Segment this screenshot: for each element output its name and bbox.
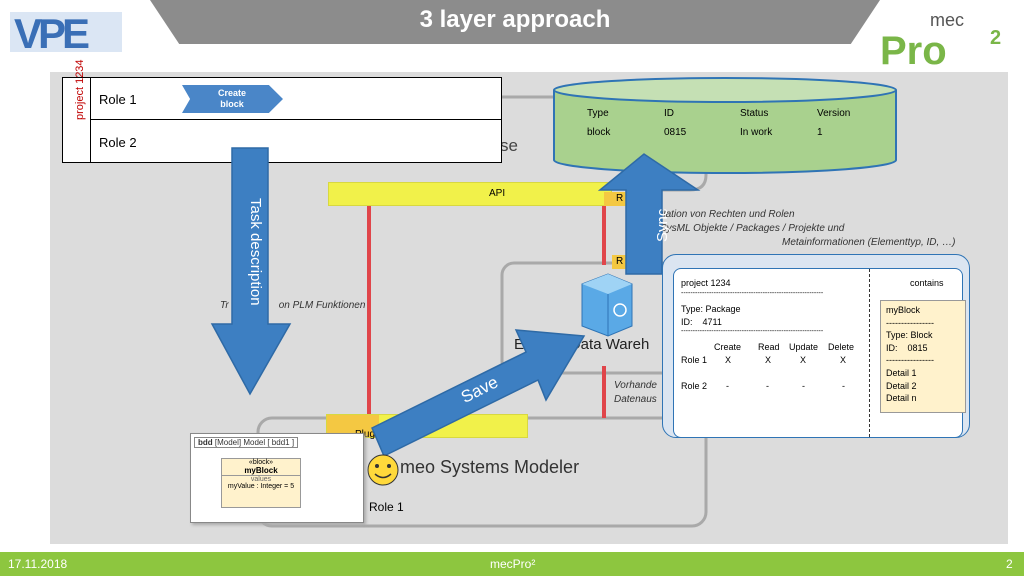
block-note-line: Detail 2 <box>886 380 917 391</box>
db-value-type: block <box>587 127 611 138</box>
data-warehouse-cube-icon <box>581 273 633 337</box>
bdd-values-section: values <box>222 475 300 483</box>
perm-header-update: Update <box>789 342 819 352</box>
block-note-line: ID: 0815 <box>886 342 928 353</box>
perm-header-read: Read <box>758 342 780 352</box>
perm-header-delete: Delete <box>828 342 855 352</box>
note-vorhanden-1: Vorhande <box>614 380 657 391</box>
svg-text:VPE: VPE <box>14 10 89 57</box>
block-note-line: Detail 1 <box>886 367 917 378</box>
block-note-line: Type: Block <box>886 330 933 341</box>
sync-arrow <box>598 153 701 275</box>
db-value-status: In work <box>740 127 773 138</box>
perm-header-create: Create <box>714 342 742 352</box>
db-header-version: Version <box>817 108 851 119</box>
bdd-header-text: [Model] Model [ bdd1 ] <box>212 438 295 447</box>
slide-title: 3 layer approach <box>419 6 611 33</box>
bdd-value: myValue : Integer = 5 <box>227 483 295 490</box>
bdd-keyword: bdd <box>198 438 213 447</box>
note-manipulation-2: SysML Objekte / Packages / Projekte und <box>660 223 845 234</box>
svg-text:2: 2 <box>990 27 1001 49</box>
db-value-version: 1 <box>817 127 823 138</box>
note-plm-functions: Tr on PLM Funktionen <box>220 300 366 311</box>
api-bar: API <box>328 182 612 206</box>
role-1-create: X <box>725 355 732 365</box>
note-vorhanden-2: Datenaus <box>614 394 657 405</box>
block-note-line: ---------------- <box>886 317 934 328</box>
role-1-read: X <box>765 355 772 365</box>
role-table: Role 1 Role 2 <box>62 77 502 163</box>
db-header-type: Type <box>587 108 609 119</box>
block-note-line: Detail n <box>886 393 917 404</box>
card-role-1: Role 1 <box>681 355 708 365</box>
task-description-arrow <box>210 147 292 396</box>
mecpro-logo: mec Pro 2 <box>878 8 1018 73</box>
footer-date: 17.11.2018 <box>8 557 68 571</box>
card-project: project 1234 <box>681 278 731 288</box>
role-2-delete: - <box>842 381 845 391</box>
card-id: ID: 4711 <box>681 317 722 327</box>
save-arrow <box>371 329 586 458</box>
note-manipulation-3: Metainformationen (Elementtyp, ID, …) <box>782 237 956 248</box>
role-2-create: - <box>726 381 729 391</box>
block-note: myBlock ---------------- Type: Block ID:… <box>880 300 966 413</box>
footer-page-number: 2 <box>1006 557 1013 571</box>
person-role-label: Role 1 <box>369 500 404 514</box>
base-partial-label: se <box>500 136 518 155</box>
role-1-delete: X <box>840 355 847 365</box>
create-block-label: Create block <box>217 88 246 109</box>
card-divider-2: ----------------------------------------… <box>681 328 824 335</box>
title-bar <box>150 0 880 44</box>
bdd-diagram: bdd [Model] Model [ bdd1 ] «block» myBlo… <box>190 433 364 523</box>
bdd-block: «block» myBlock values myValue : Integer… <box>221 458 301 508</box>
db-header-id: ID <box>664 108 674 119</box>
r-badge-top: R <box>604 192 628 206</box>
role-2-read: - <box>766 381 769 391</box>
card-role-2: Role 2 <box>681 381 708 391</box>
vpe-logo: VPE <box>10 10 122 57</box>
role-2-label: Role 2 <box>99 135 137 150</box>
role-2-update: - <box>802 381 805 391</box>
role-1-update: X <box>800 355 807 365</box>
footer-bar: 17.11.2018 mecPro² 2 <box>0 552 1024 576</box>
create-block-button[interactable] <box>182 85 283 113</box>
svg-text:Pro: Pro <box>880 29 947 68</box>
modeler-label: meo Systems Modeler <box>400 457 580 477</box>
card-type: Type: Package <box>681 304 741 314</box>
card-contains: contains <box>910 278 944 288</box>
role-1-label: Role 1 <box>99 92 137 107</box>
block-note-line: ---------------- <box>886 355 934 366</box>
bdd-stereotype: «block» <box>248 459 274 466</box>
database-cylinder <box>553 77 897 174</box>
task-description-label: Task description <box>247 198 264 306</box>
svg-text:mec: mec <box>930 10 964 30</box>
db-header-status: Status <box>740 108 769 119</box>
block-note-line: myBlock <box>886 305 921 315</box>
bdd-block-name: myBlock <box>244 466 278 475</box>
smiley-user-icon <box>367 454 399 486</box>
footer-center: mecPro² <box>490 557 536 571</box>
api-label: API <box>489 188 506 199</box>
db-value-id: 0815 <box>664 127 687 138</box>
project-vertical-label: project 1234 <box>74 59 86 120</box>
note-manipulation-1: ipulation von Rechten und Rolen <box>650 209 795 220</box>
sync-label: Sync <box>654 208 671 242</box>
card-divider-1: ----------------------------------------… <box>681 290 824 297</box>
